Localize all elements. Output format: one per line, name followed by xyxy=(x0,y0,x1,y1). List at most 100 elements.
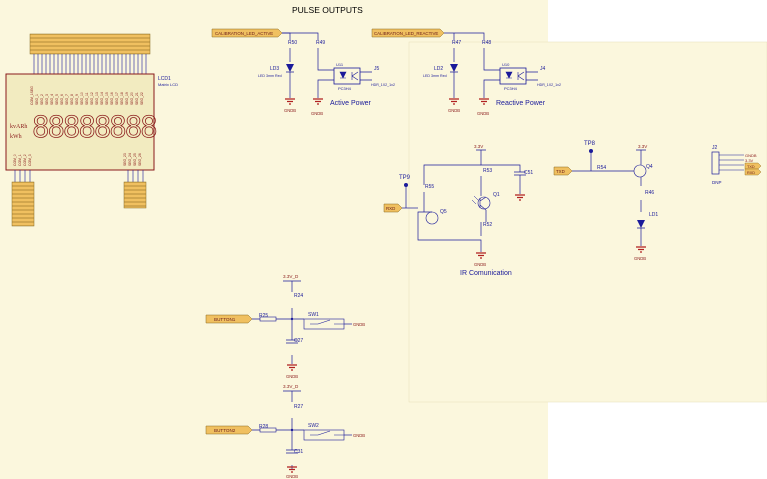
svg-text:GNDB: GNDB xyxy=(474,262,486,267)
svg-text:SEG_24: SEG_24 xyxy=(128,153,132,166)
svg-text:SEG_23: SEG_23 xyxy=(123,153,127,166)
svg-text:LED 3mm Red: LED 3mm Red xyxy=(423,74,447,78)
svg-text:R24: R24 xyxy=(294,293,303,299)
active-gnd-2: GNDB xyxy=(311,111,323,116)
svg-text:R54: R54 xyxy=(597,165,606,171)
svg-text:SEG_5: SEG_5 xyxy=(55,94,59,105)
reactive-power-caption: Reactive Power xyxy=(496,100,546,107)
svg-text:SEG_10: SEG_10 xyxy=(80,92,84,105)
svg-text:SEG_18: SEG_18 xyxy=(120,92,124,105)
calibration-active-netlabel xyxy=(211,28,283,38)
button1-block: 3.3V_D R24 BUTTON1 R25 SW1 GNDB C27 GNDB xyxy=(205,274,365,379)
svg-text:DNP: DNP xyxy=(712,180,722,185)
active-gnd-1: GNDB xyxy=(284,108,296,113)
svg-text:SEG_7: SEG_7 xyxy=(65,94,69,105)
svg-text:RXD: RXD xyxy=(386,206,395,211)
lcd-body xyxy=(5,73,155,171)
svg-text:R55: R55 xyxy=(425,184,434,190)
svg-text:SEG_21: SEG_21 xyxy=(135,92,139,105)
lcd-part: Matrix LCD xyxy=(158,82,178,87)
ir-communication-caption: IR Comunication xyxy=(460,270,512,277)
svg-text:GNDB: GNDB xyxy=(745,153,757,158)
lcd-ref: LCD1 xyxy=(158,76,171,82)
svg-text:HDR_1X2_1x2: HDR_1X2_1x2 xyxy=(537,83,561,87)
svg-text:RXD: RXD xyxy=(747,171,755,175)
svg-text:3.3V: 3.3V xyxy=(745,158,754,163)
svg-text:PC3H4: PC3H4 xyxy=(504,86,518,91)
svg-text:TXD: TXD xyxy=(556,169,565,174)
svg-text:TXD: TXD xyxy=(747,165,755,169)
svg-text:SEG_19: SEG_19 xyxy=(125,92,129,105)
lcd-bottom-right-pins xyxy=(123,181,147,209)
active-led-ref: LD3 xyxy=(270,66,279,72)
svg-text:J2: J2 xyxy=(712,145,718,151)
lcd-unit-kwh: kWh xyxy=(10,134,22,140)
svg-text:SEG_2: SEG_2 xyxy=(40,94,44,105)
pulse-outputs-title: PULSE OUTPUTS xyxy=(292,5,363,15)
svg-text:CALIBRATION_LED_ACTIVE: CALIBRATION_LED_ACTIVE xyxy=(215,31,273,36)
svg-text:LD1: LD1 xyxy=(649,212,658,218)
svg-text:COM_1SEG: COM_1SEG xyxy=(30,86,34,105)
svg-text:C51: C51 xyxy=(524,170,533,176)
reactive-optocoupler xyxy=(499,67,527,85)
button1-netlabel xyxy=(205,314,253,324)
calibration-reactive-netlabel xyxy=(371,28,445,38)
reactive-power-block: CALIBRATION_LED_REACTIVE R47 R48 LD2 LED… xyxy=(371,28,561,116)
svg-text:COM_1: COM_1 xyxy=(18,154,22,166)
svg-text:BUTTON2: BUTTON2 xyxy=(214,428,236,433)
button2-block: 3.3V_D R27 BUTTON2 R28 SW2 GNDB C31 GNDB xyxy=(205,384,365,479)
active-power-caption: Active Power xyxy=(330,100,372,107)
svg-text:SEG_15: SEG_15 xyxy=(105,92,109,105)
svg-text:SEG_8: SEG_8 xyxy=(70,94,74,105)
svg-text:C27: C27 xyxy=(294,338,303,344)
svg-text:GNDB: GNDB xyxy=(286,374,298,379)
lcd-block: COM_1SEG SEG_1 SEG_2 SEG_3 SEG_4 SEG_5 S… xyxy=(5,33,178,227)
svg-text:GNDB: GNDB xyxy=(634,256,646,261)
svg-text:GNDB: GNDB xyxy=(353,433,365,438)
active-r49: R49 xyxy=(316,40,325,46)
active-led-part: LED 3mm Red xyxy=(258,74,282,78)
svg-text:R52: R52 xyxy=(483,222,492,228)
svg-text:U11: U11 xyxy=(336,62,344,67)
lcd-bottom-left-pins xyxy=(11,181,35,227)
svg-text:R47: R47 xyxy=(452,40,461,46)
svg-text:CALIBRATION_LED_REACTIVE: CALIBRATION_LED_REACTIVE xyxy=(374,31,438,36)
svg-text:R27: R27 xyxy=(294,404,303,410)
svg-text:R28: R28 xyxy=(259,424,268,430)
svg-text:SEG_6: SEG_6 xyxy=(60,94,64,105)
svg-text:SEG_4: SEG_4 xyxy=(50,94,54,105)
lcd-unit-kvarh: kvARh xyxy=(10,124,27,130)
svg-text:SEG_14: SEG_14 xyxy=(100,92,104,105)
svg-text:SEG_12: SEG_12 xyxy=(90,92,94,105)
svg-text:COM_0: COM_0 xyxy=(13,154,17,166)
j2-header xyxy=(711,151,720,175)
svg-text:Q5: Q5 xyxy=(440,209,447,215)
tp9-label: TP9 xyxy=(399,175,411,181)
svg-text:SEG_26: SEG_26 xyxy=(138,153,142,166)
ir-communication-block: 3.3V R53 Q1 R52 C51 R55 Q5 TP9 RXD GNDB … xyxy=(383,141,762,277)
svg-text:HDR_1X2_1x2: HDR_1X2_1x2 xyxy=(371,83,395,87)
svg-text:3.3V_D: 3.3V_D xyxy=(283,274,299,279)
svg-text:GNDB: GNDB xyxy=(286,474,298,479)
svg-text:SEG_22: SEG_22 xyxy=(140,92,144,105)
svg-text:PC3H4: PC3H4 xyxy=(338,86,352,91)
svg-text:COM_2: COM_2 xyxy=(23,154,27,166)
lcd-top-pin-array xyxy=(29,33,151,55)
svg-text:GNDB: GNDB xyxy=(353,322,365,327)
svg-text:J4: J4 xyxy=(540,66,546,72)
lcd-digits: 88888888 xyxy=(32,110,156,144)
svg-text:GNDB: GNDB xyxy=(448,108,460,113)
svg-text:SW2: SW2 xyxy=(308,423,319,429)
svg-text:SEG_20: SEG_20 xyxy=(130,92,134,105)
rxd-netlabel xyxy=(383,203,403,213)
svg-text:SEG_17: SEG_17 xyxy=(115,92,119,105)
svg-text:LD2: LD2 xyxy=(434,66,443,72)
svg-text:3.3V_D: 3.3V_D xyxy=(283,384,299,389)
svg-text:C31: C31 xyxy=(294,449,303,455)
svg-text:Q1: Q1 xyxy=(493,192,500,198)
svg-text:U10: U10 xyxy=(502,62,510,67)
txd-netlabel xyxy=(553,166,573,176)
active-optocoupler xyxy=(333,67,361,85)
